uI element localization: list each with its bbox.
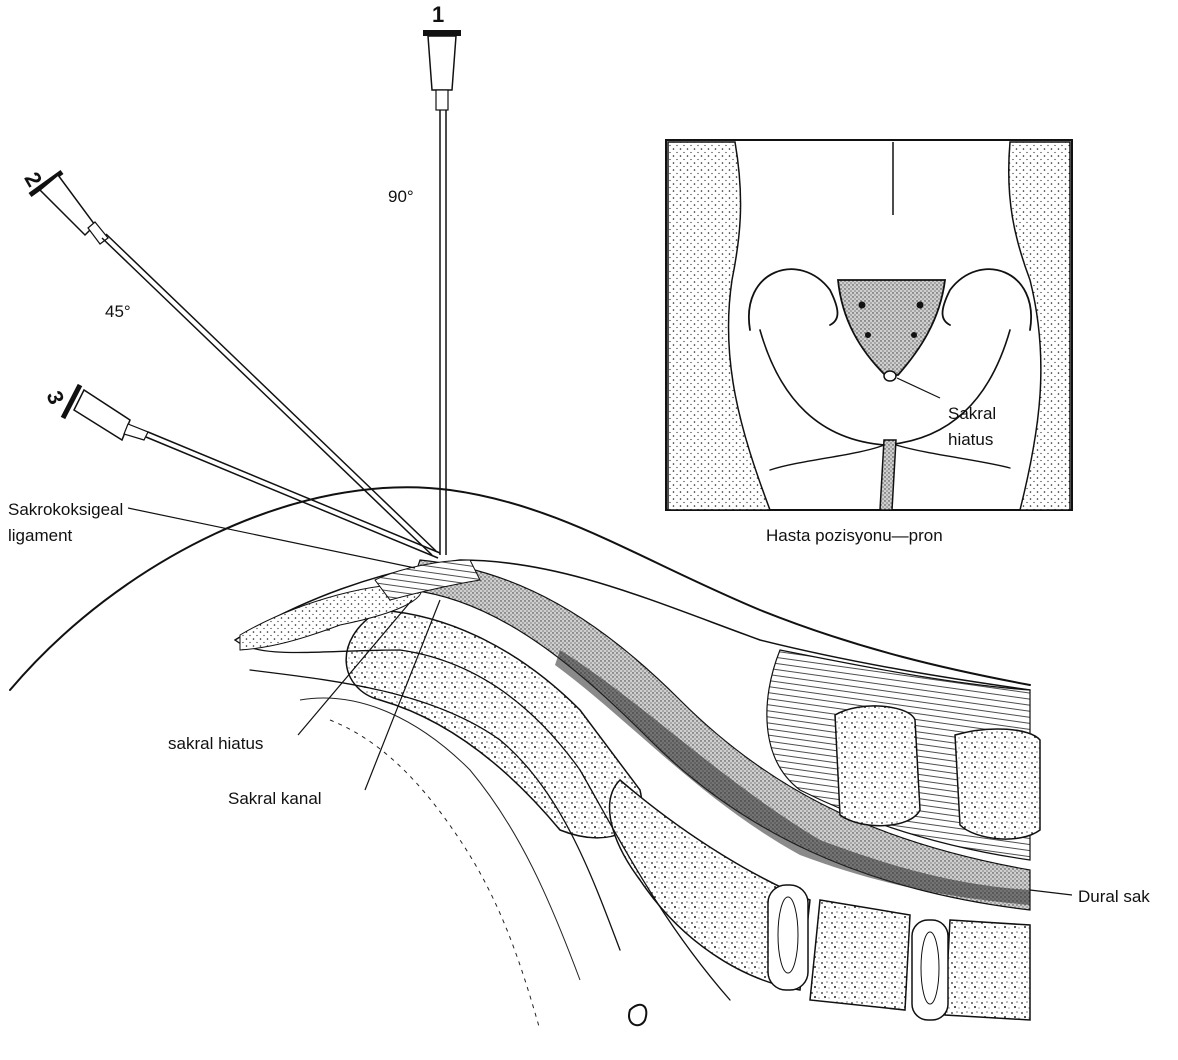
inset-sacral-hiatus-label-line2: hiatus (948, 430, 993, 449)
sacrococcygeal-ligament-label-line2: ligament (8, 526, 73, 545)
angle-90-label: 90° (388, 187, 414, 206)
sacrococcygeal-ligament-label-line1: Sakrokoksigeal (8, 500, 123, 519)
sacral-hiatus-label: sakral hiatus (168, 734, 263, 753)
inset-sacral-hiatus-label-line1: Sakral (948, 404, 996, 423)
needle-3 (63, 385, 440, 558)
sagittal-section (10, 487, 1040, 1030)
sacral-canal-label: Sakral kanal (228, 789, 322, 808)
needle-1-number: 1 (432, 2, 444, 27)
inset-prone-view (666, 140, 1072, 510)
needle-2 (30, 172, 436, 555)
needle-1 (423, 30, 461, 555)
inset-caption: Hasta pozisyonu—pron (766, 526, 943, 545)
dural-sac-label: Dural sak (1078, 887, 1150, 906)
angle-45-label: 45° (105, 302, 131, 321)
needle-3-number: 3 (42, 388, 70, 408)
